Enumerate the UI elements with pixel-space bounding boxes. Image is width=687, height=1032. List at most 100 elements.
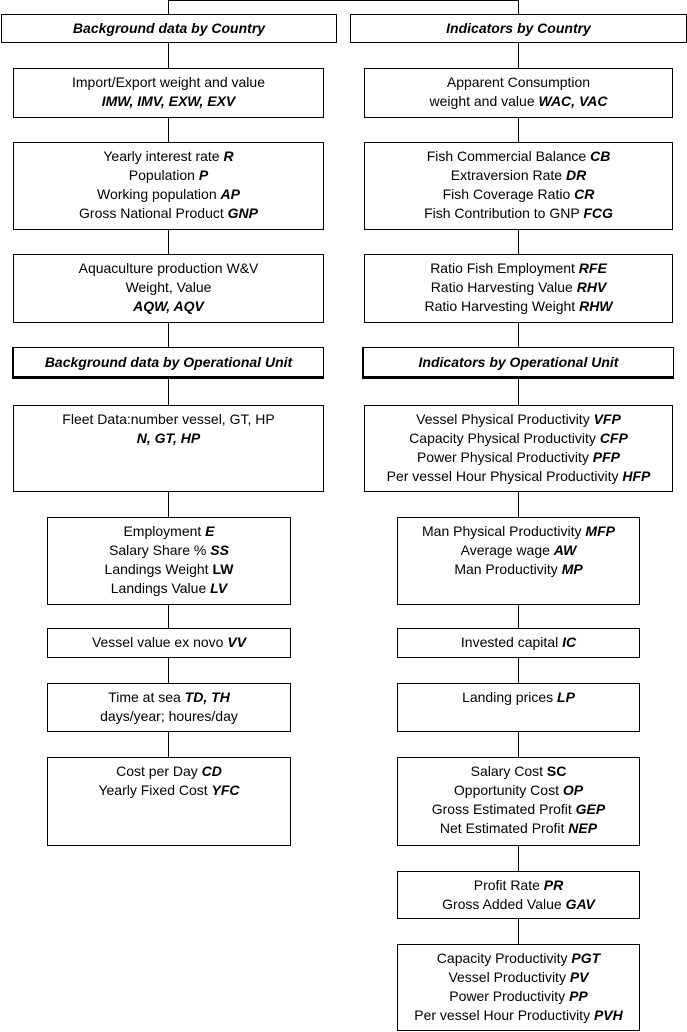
code: AQW, AQV: [133, 298, 204, 314]
label: Fish Commercial Balance: [426, 148, 587, 164]
box-line: Aquaculture production W&V: [14, 259, 323, 278]
box-line: Population P: [14, 166, 323, 185]
label: Landings Value: [110, 580, 207, 596]
box-line: Per vessel Hour Productivity PVH: [398, 1006, 639, 1025]
label: Profit Rate: [473, 877, 540, 893]
code: PP: [569, 988, 588, 1004]
label: Fish Contribution to GNP: [424, 205, 580, 221]
box-line: Working population AP: [14, 185, 323, 204]
label: Landings Weight: [104, 561, 209, 577]
label: Power Physical Productivity: [416, 449, 589, 465]
code: FCG: [583, 205, 613, 221]
box-line: Cost per Day CD: [48, 762, 290, 781]
code: SS: [210, 542, 229, 558]
box-line: Weight, Value: [14, 278, 323, 297]
box-line: Ratio Harvesting Weight RHW: [365, 297, 672, 316]
code: AP: [220, 186, 240, 202]
code: MFP: [585, 523, 615, 539]
box-line: Extraversion Rate DR: [365, 166, 672, 185]
code: MP: [561, 561, 583, 577]
box-commercial-balance: Fish Commercial Balance CB Extraversion …: [364, 142, 673, 230]
box-fleet-data: Fleet Data:number vessel, GT, HP N, GT, …: [13, 405, 324, 492]
box-line: Salary Cost SC: [398, 762, 639, 781]
label: Gross National Product: [79, 205, 224, 221]
label: Yearly interest rate: [103, 148, 220, 164]
box-line: AQW, AQV: [14, 297, 323, 316]
label: Fleet Data:number vessel, GT, HP: [62, 411, 275, 427]
box-line: Landings Weight LW: [48, 560, 290, 579]
box-line: Power Physical Productivity PFP: [365, 448, 672, 467]
box-line: Time at sea TD, TH: [48, 688, 290, 707]
box-line: Vessel Physical Productivity VFP: [365, 410, 672, 429]
label: Salary Share %: [109, 542, 207, 558]
code: GAV: [565, 896, 595, 912]
box-invested-capital: Invested capital IC: [397, 628, 640, 658]
box-apparent-consumption: Apparent Consumption weight and value WA…: [364, 68, 673, 118]
box-aquaculture: Aquaculture production W&V Weight, Value…: [13, 254, 324, 323]
code: E: [205, 523, 215, 539]
code: PVH: [593, 1007, 623, 1023]
code: YFC: [211, 782, 240, 798]
box-line: Gross Estimated Profit GEP: [398, 800, 639, 819]
box-time-at-sea: Time at sea TD, TH days/year; houres/day: [47, 683, 291, 732]
code: IC: [562, 634, 577, 650]
code: RHW: [579, 298, 613, 314]
header-indicators-by-country: Indicators by Country: [350, 14, 687, 43]
code: LW: [212, 561, 234, 577]
box-physical-productivity: Vessel Physical Productivity VFP Capacit…: [364, 405, 673, 492]
box-line: Capacity Productivity PGT: [398, 949, 639, 968]
code: SC: [546, 763, 567, 779]
label: Employment: [123, 523, 202, 539]
label: Opportunity Cost: [453, 782, 559, 798]
header-label: Indicators by Operational Unit: [418, 353, 619, 370]
label: Working population: [97, 186, 217, 202]
box-productivity: Capacity Productivity PGT Vessel Product…: [397, 944, 640, 1031]
label: Vessel Physical Productivity: [416, 411, 590, 427]
header-label: Indicators by Country: [446, 20, 591, 36]
label: Per vessel Hour Productivity: [414, 1007, 591, 1023]
label: Salary Cost: [470, 763, 543, 779]
box-line: Vessel Productivity PV: [398, 968, 639, 987]
code: LV: [210, 580, 228, 596]
code: GNP: [227, 205, 258, 221]
box-line: Invested capital IC: [398, 633, 639, 652]
box-line: Net Estimated Profit NEP: [398, 819, 639, 838]
header-indicators-by-operational-unit: Indicators by Operational Unit: [362, 347, 674, 379]
label: Time at sea: [108, 689, 181, 705]
box-employment: Employment E Salary Share % SS Landings …: [47, 517, 291, 605]
code: PV: [569, 969, 589, 985]
code: GEP: [575, 801, 606, 817]
label: Power Productivity: [449, 988, 566, 1004]
label: Import/Export weight and value: [72, 74, 265, 90]
box-line: Man Physical Productivity MFP: [398, 522, 639, 541]
box-line: Average wage AW: [398, 541, 639, 560]
code: PFP: [592, 449, 621, 465]
box-line: Fish Commercial Balance CB: [365, 147, 672, 166]
header-label: Background data by Country: [72, 20, 266, 36]
box-line: Profit Rate PR: [398, 876, 639, 895]
label: Ratio Fish Employment: [430, 260, 575, 276]
box-line: Gross Added Value GAV: [398, 895, 639, 914]
code: CD: [201, 763, 222, 779]
box-line: Salary Share % SS: [48, 541, 290, 560]
box-line: Ratio Harvesting Value RHV: [365, 278, 672, 297]
label: Apparent Consumption: [446, 74, 591, 90]
label: Gross Added Value: [442, 896, 562, 912]
box-trade-data: Import/Export weight and value IMW, IMV,…: [13, 68, 324, 118]
box-line: Yearly Fixed Cost YFC: [48, 781, 290, 800]
label: Capacity Productivity: [436, 950, 568, 966]
code: RFE: [578, 260, 607, 276]
box-macro-data: Yearly interest rate R Population P Work…: [13, 142, 324, 230]
header-background-by-country: Background data by Country: [1, 14, 337, 43]
box-line: Fleet Data:number vessel, GT, HP: [14, 410, 323, 429]
code: LP: [557, 689, 575, 705]
label: Per vessel Hour Physical Productivity: [386, 468, 619, 484]
box-line: Gross National Product GNP: [14, 204, 323, 223]
label: Weight, Value: [125, 279, 212, 295]
box-line: Landings Value LV: [48, 579, 290, 598]
code: AW: [553, 542, 577, 558]
label: Population: [128, 167, 195, 183]
code: TD, TH: [184, 689, 230, 705]
top-bracket: [168, 0, 519, 14]
